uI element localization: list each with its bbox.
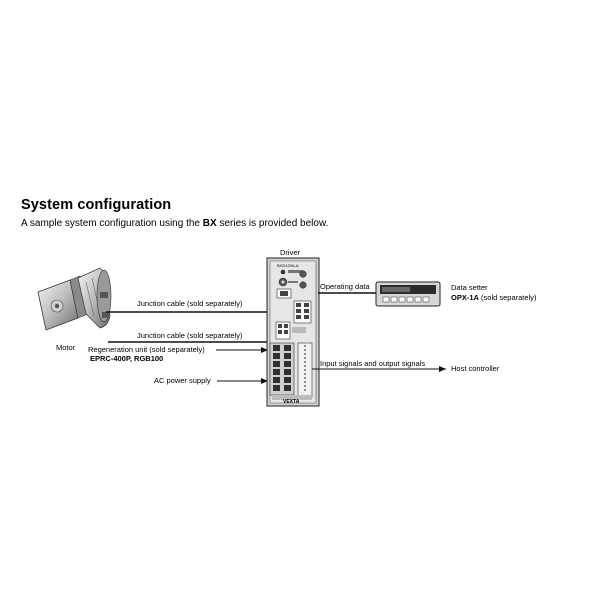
motor-label: Motor bbox=[56, 343, 76, 352]
regeneration-unit-label: Regeneration unit (sold separately) bbox=[88, 345, 205, 354]
host-controller-label: Host controller bbox=[451, 364, 500, 373]
brand-label: VEXTA bbox=[283, 399, 300, 405]
data-setter-model: OPX-1A (sold separately) bbox=[451, 293, 537, 302]
driver-label: Driver bbox=[280, 248, 301, 257]
subtitle-prefix: A sample system configuration using the bbox=[21, 218, 203, 229]
cable-lines bbox=[106, 311, 290, 343]
operating-data-label: Operating data bbox=[320, 282, 370, 291]
junction-cable-label-1: Junction cable (sold separately) bbox=[137, 299, 243, 308]
section-title: System configuration bbox=[21, 197, 172, 213]
ac-power-label: AC power supply bbox=[154, 376, 211, 385]
driver-model-label: BXD120A-A bbox=[277, 263, 299, 268]
section-subtitle: A sample system configuration using the … bbox=[21, 218, 328, 229]
data-setter-label: Data setter bbox=[451, 283, 488, 292]
motor-illustration bbox=[37, 267, 112, 331]
driver-unit bbox=[266, 257, 320, 407]
data-setter-device bbox=[375, 281, 441, 307]
subtitle-suffix: series is provided below. bbox=[216, 218, 329, 229]
junction-cable-label-2: Junction cable (sold separately) bbox=[137, 331, 243, 340]
io-signals-label: Input signals and output signals bbox=[320, 359, 425, 368]
regeneration-models-label: EPRC-400P, RGB100 bbox=[90, 354, 163, 363]
data-setter-model-name: OPX-1A bbox=[451, 293, 480, 302]
data-setter-note: (sold separately) bbox=[479, 293, 537, 302]
series-name: BX bbox=[202, 218, 217, 229]
